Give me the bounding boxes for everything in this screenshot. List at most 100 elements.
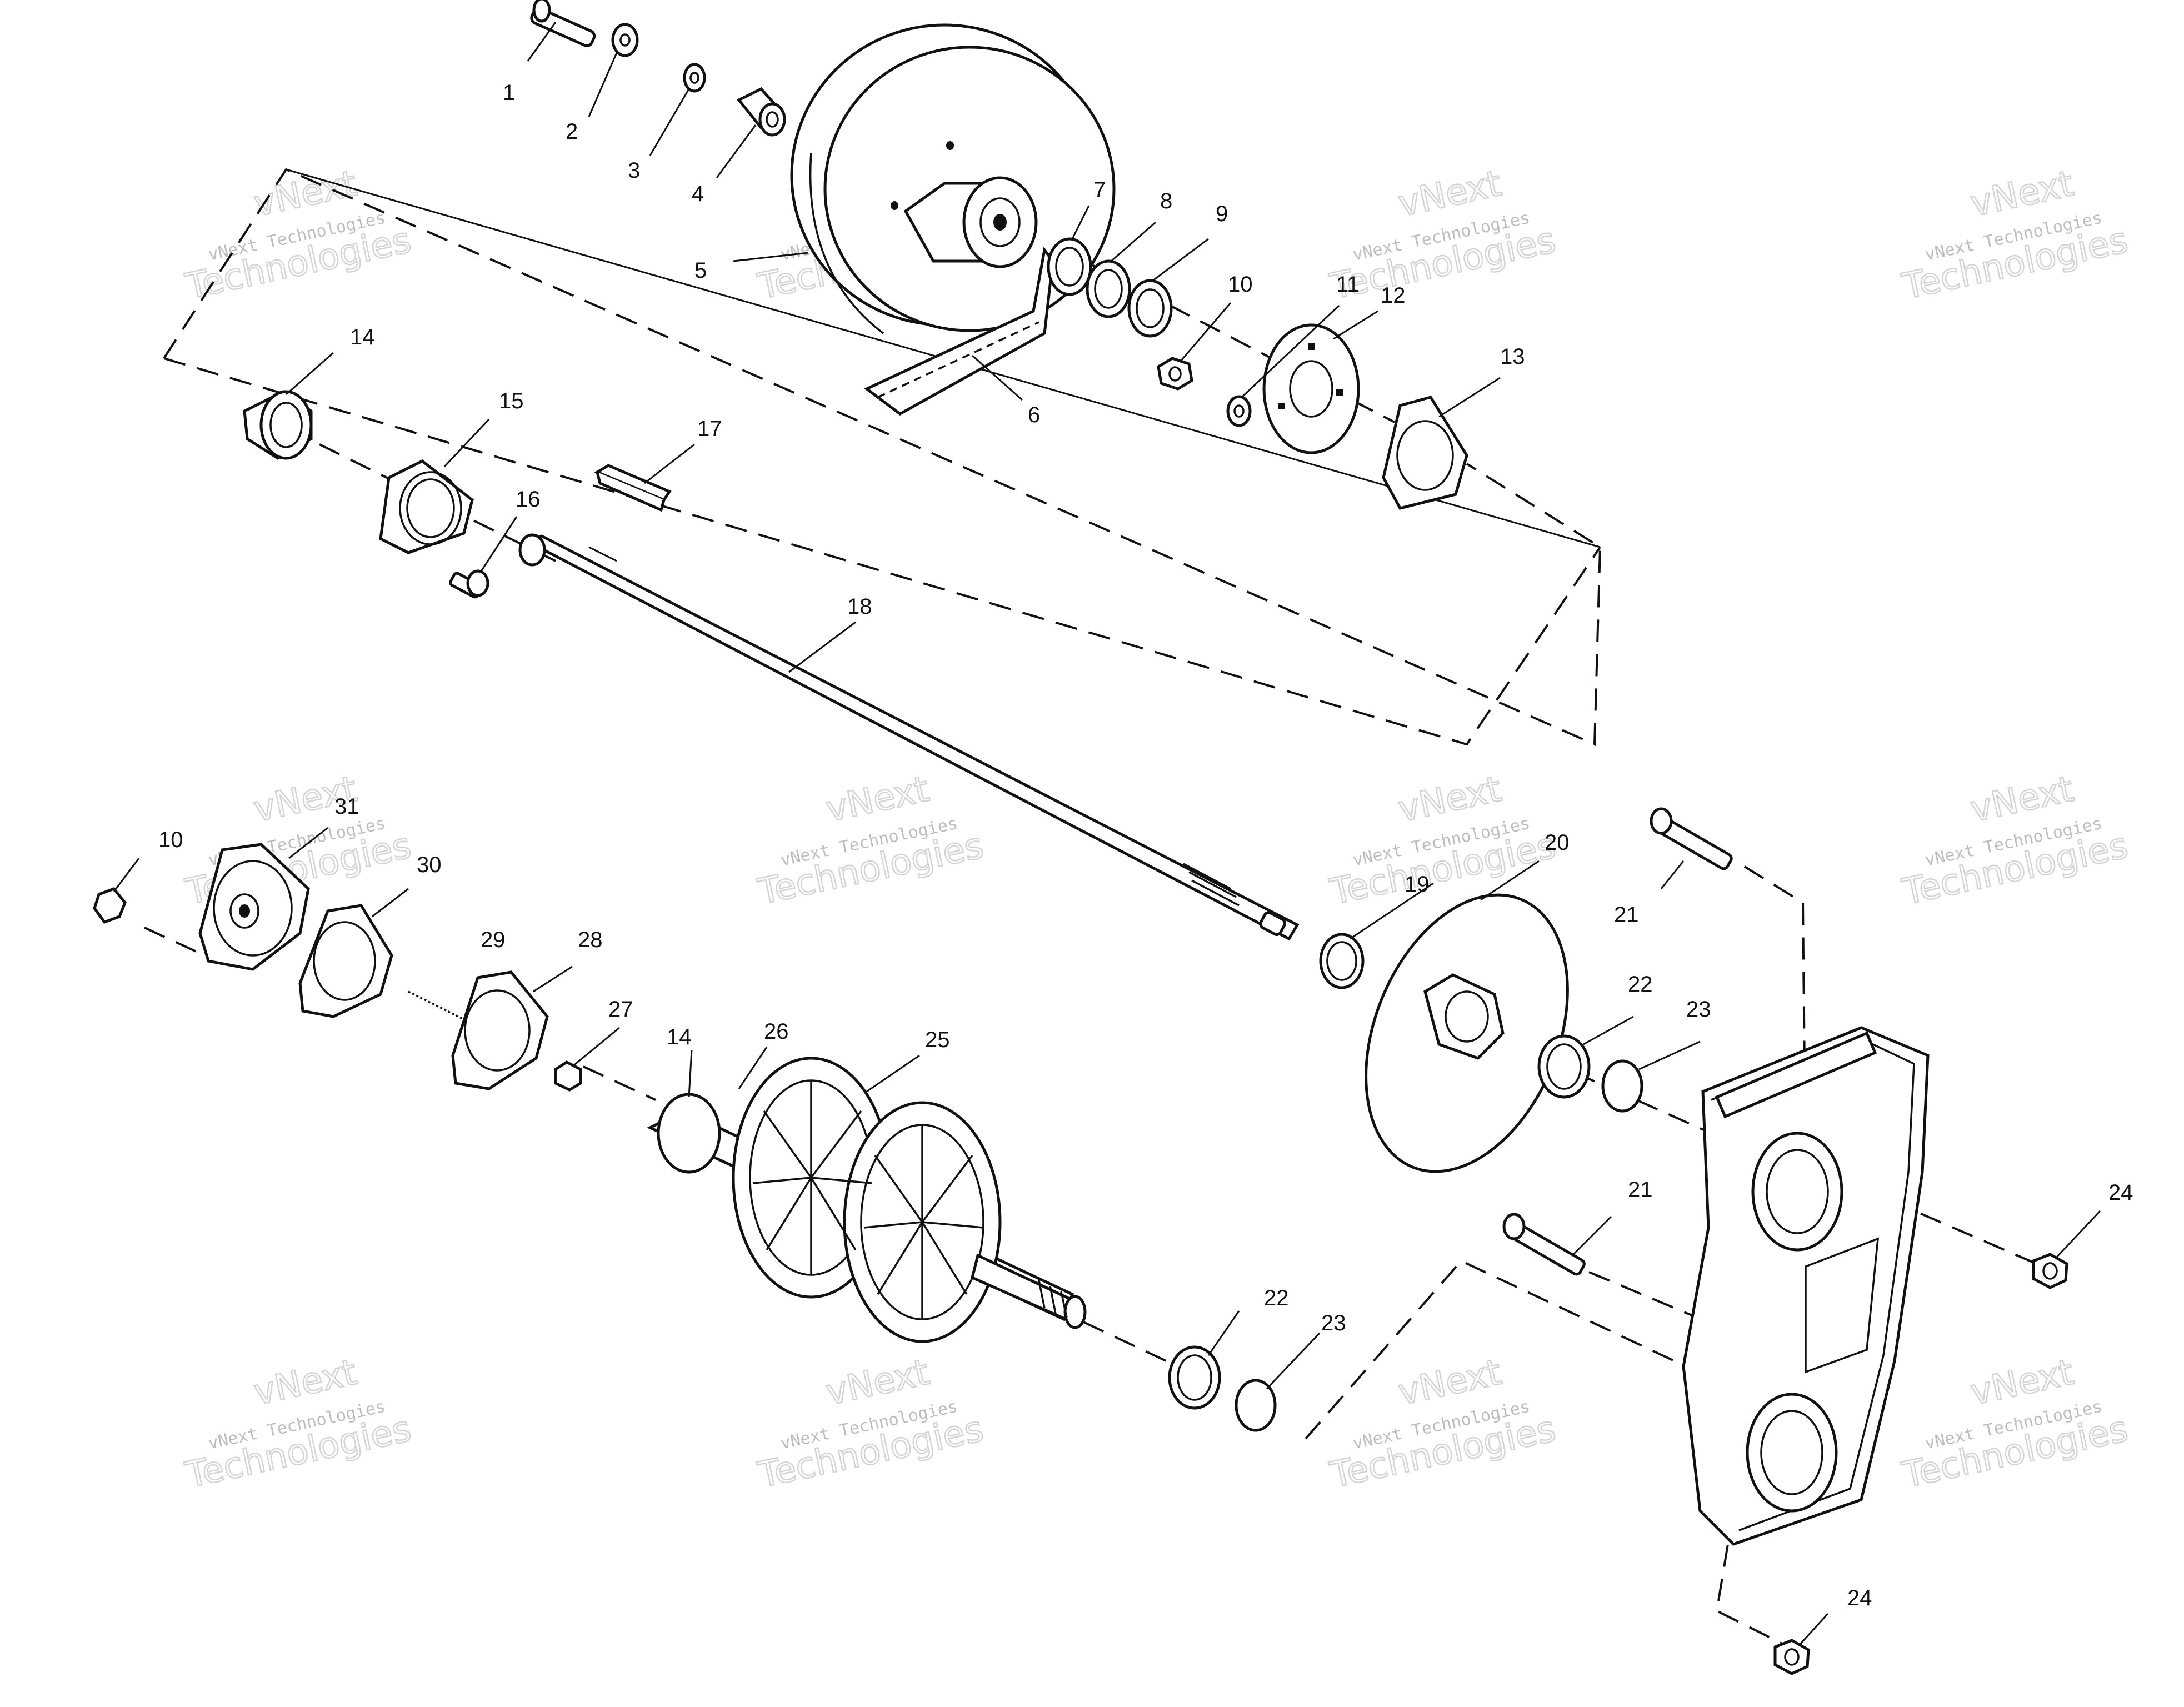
watermark: vNext vNext Technologies Technologies [1898, 768, 2132, 914]
lower-right-frame-dash [1305, 1259, 1734, 1440]
shaft-frame-dash [163, 357, 1601, 746]
part-flange-28 [451, 970, 549, 1090]
nut-bottom-dash [1715, 1510, 1795, 1651]
callout-10-lower: 10 [158, 828, 183, 852]
lower-axis-dash-2 [583, 1065, 656, 1101]
watermark: vNext vNext Technologies Technologies [1898, 1351, 2132, 1497]
part-ring-7 [1047, 237, 1092, 296]
svg-text:vNext: vNext [1967, 1352, 2077, 1414]
lower-axis-dash-3 [1083, 1321, 1178, 1368]
watermark: vNext vNext Technologies Technologies [754, 1351, 988, 1497]
callout-23-lower: 23 [1321, 1311, 1346, 1335]
svg-text:vNext: vNext [823, 769, 933, 830]
idler-wheel-assembly [243, 0, 1468, 941]
callout-20: 20 [1545, 830, 1570, 855]
callout-28: 28 [578, 928, 603, 952]
part-nut-24-upper [2032, 1253, 2068, 1289]
part-nut-10-lower [93, 887, 127, 924]
callout-21: 21 [1614, 903, 1639, 927]
callout-leader-lines [113, 22, 2101, 1645]
watermark: vNext vNext Technologies Technologies [182, 1351, 416, 1497]
callout-9: 9 [1216, 202, 1228, 226]
callout-4: 4 [692, 182, 704, 206]
svg-text:vNext: vNext [1395, 1352, 1505, 1414]
part-shaft-18 [518, 533, 1300, 941]
watermark: vNext vNext Technologies Technologies [754, 768, 988, 914]
callout-14: 14 [350, 325, 375, 349]
part-washer-2 [611, 23, 639, 57]
watermark: vNext vNext Technologies Technologies [1326, 1351, 1560, 1497]
part-oring-19 [1319, 933, 1365, 989]
callout-27: 27 [608, 997, 633, 1022]
part-nut-24-lower [1773, 1639, 1810, 1675]
part-seal-22-lower [1168, 1345, 1221, 1410]
part-disc-20 [1365, 893, 1569, 1173]
callout-18: 18 [847, 594, 872, 619]
svg-text:vNext: vNext [1967, 163, 2077, 225]
callout-22: 22 [1628, 972, 1653, 997]
watermark: vNext vNext Technologies Technologies [1326, 768, 1560, 914]
callout-8: 8 [1160, 189, 1172, 213]
callout-11: 11 [1336, 272, 1360, 297]
part-bolt-21-lower [1502, 1213, 1586, 1276]
callout-25: 25 [925, 1028, 950, 1052]
part-drive-sprocket-25 [647, 1057, 1087, 1343]
callout-31: 31 [334, 794, 359, 819]
part-key-17 [594, 464, 672, 512]
callout-labels: 1 2 3 4 5 6 7 8 9 10 11 12 13 14 15 16 1… [158, 81, 2133, 1610]
callout-1: 1 [503, 81, 515, 105]
callout-14-lower: 14 [667, 1025, 692, 1049]
drive-shaft-assembly [93, 807, 2068, 1675]
callout-15: 15 [499, 389, 524, 413]
part-spring-29 [408, 990, 470, 1023]
part-flange-15 [379, 459, 474, 554]
callout-24-lower: 24 [1847, 1586, 1872, 1610]
svg-text:vNext: vNext [1967, 769, 2077, 830]
callout-6: 6 [1028, 403, 1040, 427]
svg-text:vNext: vNext [1395, 769, 1505, 830]
callout-21-lower: 21 [1628, 1178, 1653, 1202]
part-flange-31 [198, 843, 310, 971]
part-bolt-1 [530, 0, 596, 47]
part-washer-11 [1226, 395, 1252, 427]
callout-12: 12 [1381, 283, 1406, 308]
callout-3: 3 [628, 158, 640, 183]
lower-axis-dash [144, 927, 217, 962]
part-ring-9 [1127, 279, 1173, 338]
part-gasket-30 [298, 904, 393, 1018]
watermark: vNext vNext Technologies Technologies [182, 162, 416, 308]
watermark: vNext vNext Technologies Technologies [1898, 162, 2132, 308]
part-ring-8 [1086, 259, 1131, 318]
part-bolt-16 [449, 569, 489, 599]
callout-24: 24 [2108, 1180, 2133, 1205]
callout-10: 10 [1228, 272, 1253, 297]
callout-17: 17 [697, 417, 722, 441]
callout-22-lower: 22 [1264, 1286, 1289, 1310]
bolt-mid-dash [1588, 1271, 1695, 1318]
case-right-dash [1888, 1199, 2056, 1273]
callout-26: 26 [764, 1019, 789, 1044]
part-bolt-21-upper [1650, 807, 1733, 870]
callout-19: 19 [1405, 872, 1430, 897]
callout-7: 7 [1093, 178, 1106, 202]
callout-5: 5 [694, 258, 707, 283]
svg-text:vNext: vNext [251, 1352, 361, 1414]
upper-frame-dash [163, 168, 1602, 747]
part-bearing-14-upper [243, 390, 313, 460]
part-nut-27 [554, 1060, 582, 1092]
callout-23: 23 [1686, 997, 1711, 1022]
callout-13: 13 [1500, 344, 1525, 369]
part-seal-22-upper [1537, 1034, 1591, 1099]
part-oring-23-upper [1601, 1059, 1643, 1113]
part-nut-10 [1157, 357, 1193, 391]
part-oring-23-lower [1235, 1379, 1277, 1432]
svg-text:vNext: vNext [1395, 163, 1505, 225]
svg-text:vNext: vNext [823, 1352, 933, 1414]
part-chaincase-housing [1682, 1026, 1930, 1546]
callout-30: 30 [417, 853, 442, 877]
callout-29: 29 [481, 928, 506, 952]
part-bushing-4 [737, 87, 786, 137]
callout-16: 16 [516, 487, 541, 512]
part-plate-12 [1262, 323, 1360, 454]
